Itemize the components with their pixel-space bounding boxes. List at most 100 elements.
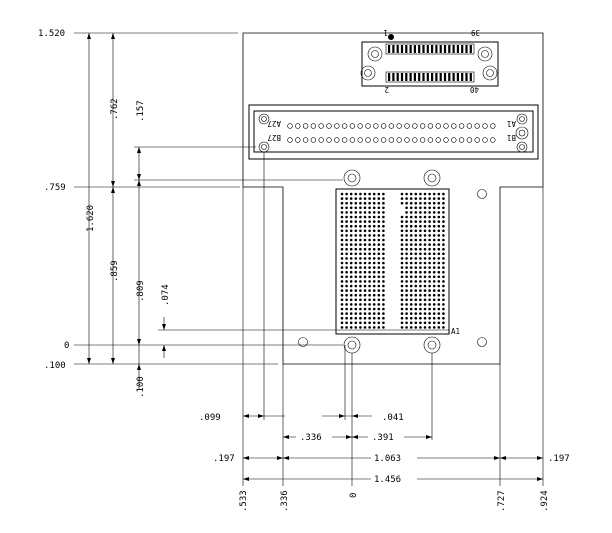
bga-ball: [345, 215, 348, 219]
label-a27: A27: [267, 119, 281, 128]
bga-ball: [372, 293, 376, 297]
bga-ball: [442, 201, 445, 205]
bga-ball: [354, 298, 358, 302]
bga-ball: [349, 312, 353, 315]
pin2-label: 2: [384, 85, 389, 94]
bga-ball: [340, 275, 344, 279]
bga-ball: [428, 224, 431, 228]
bga-ball: [419, 316, 422, 320]
bga-ball: [437, 275, 441, 279]
bga-ball: [414, 321, 418, 325]
bga-ball: [414, 280, 418, 283]
bga-ball: [437, 321, 441, 325]
bga-ball: [428, 303, 431, 306]
tick-x-0: 0: [349, 493, 359, 498]
dim-h-336: .336: [300, 433, 322, 443]
contact-bottom: [439, 73, 442, 81]
bga-ball: [368, 229, 371, 233]
bottom-extension-lines: [242, 152, 544, 486]
contact-bottom: [448, 73, 451, 81]
bga-ball: [442, 293, 445, 297]
bga-ball: [349, 326, 353, 329]
connector-pin-a: [334, 123, 340, 129]
bga-ball: [409, 197, 413, 200]
bga-ball: [437, 252, 441, 256]
arrowhead: [339, 414, 345, 418]
bga-ball: [409, 303, 413, 306]
bga-ball: [423, 224, 427, 228]
connector-pin-a: [318, 123, 324, 129]
arrowhead: [243, 414, 249, 418]
bga-ball: [368, 312, 371, 315]
bga-ball: [349, 220, 353, 223]
bga-ball: [437, 312, 441, 315]
bga-ball: [372, 298, 376, 302]
bga-ball: [437, 261, 441, 265]
bga-ball: [377, 197, 381, 200]
bga-ball: [442, 206, 445, 210]
connector-pin-a: [404, 123, 410, 129]
bga-ball: [414, 316, 418, 320]
arrowhead: [500, 456, 506, 460]
bga-ball: [419, 280, 422, 283]
bga-ball: [419, 261, 422, 265]
bga-ball: [363, 234, 367, 237]
connector-pin-a: [490, 123, 496, 129]
bga-ball: [359, 257, 362, 260]
arrowhead: [87, 358, 91, 364]
contact-bottom: [456, 73, 459, 81]
bga-ball: [372, 229, 376, 233]
bga-ball: [345, 247, 348, 251]
bga-ball: [405, 316, 408, 320]
bga-ball: [359, 215, 362, 219]
bga-ball: [363, 201, 367, 205]
bga-ball: [354, 247, 358, 251]
contact-top: [452, 45, 455, 53]
bga-ball: [340, 289, 344, 292]
dim-h-391: .391: [372, 433, 394, 443]
bga-ball: [423, 252, 427, 256]
bga-ball: [349, 224, 353, 228]
connector-pin-a: [287, 123, 293, 129]
bga-ball: [414, 284, 418, 288]
bga-ball: [340, 307, 344, 311]
connector-pin-b: [396, 137, 402, 143]
bga-ball: [372, 326, 376, 329]
bga-ball: [442, 275, 445, 279]
bga-ball: [349, 303, 353, 306]
bga-ball: [368, 293, 371, 297]
bga-ball: [354, 238, 358, 242]
bga-ball: [368, 284, 371, 288]
bga-ball: [382, 298, 385, 302]
bga-ball: [437, 270, 441, 274]
arrowhead: [137, 180, 141, 186]
bga-ball: [372, 201, 376, 205]
bga-ball: [359, 201, 362, 205]
bga-ball: [377, 326, 381, 329]
bga-ball: [400, 321, 404, 325]
connector-pin-a: [419, 123, 426, 129]
contact-bottom: [388, 73, 391, 81]
bga-ball: [423, 201, 427, 205]
bga-ball: [382, 280, 385, 283]
bga-ball: [442, 284, 445, 288]
contact-bottom: [435, 73, 438, 81]
bga-ball: [372, 234, 376, 237]
bga-ball: [432, 298, 436, 302]
contact-top: [396, 45, 399, 53]
dim-y-759: .759: [44, 183, 66, 193]
bga-ball: [442, 298, 445, 302]
bga-ball: [368, 206, 371, 210]
dim-y-0: 0: [64, 341, 69, 351]
bga-ball: [354, 215, 358, 219]
contact-top: [388, 45, 391, 53]
bga-ball: [400, 238, 404, 242]
bga-ball: [349, 298, 353, 302]
bga-ball: [423, 275, 427, 279]
bga-ball: [437, 280, 441, 283]
bga-ball: [419, 211, 422, 214]
bga-ball: [382, 229, 385, 233]
bga-ball: [423, 307, 427, 311]
bga-ball: [359, 275, 362, 279]
bga-ball: [400, 197, 404, 200]
